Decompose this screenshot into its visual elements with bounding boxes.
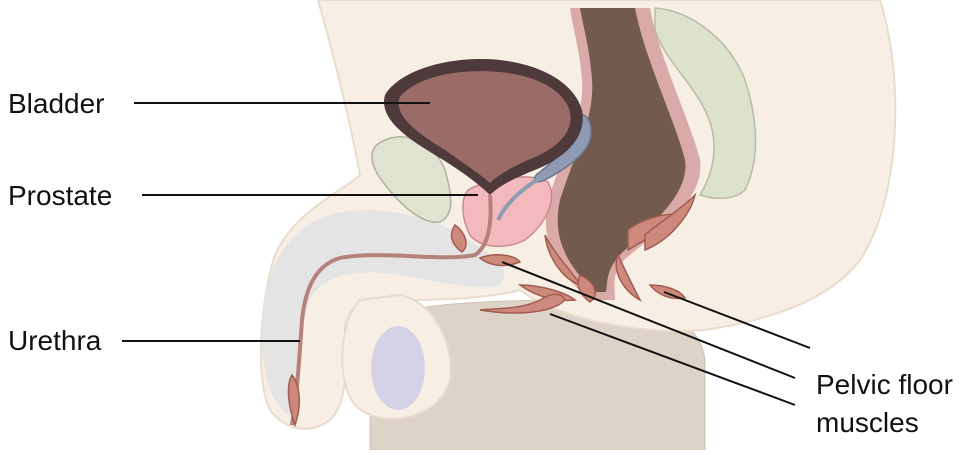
pelvic-floor-label-line1: Pelvic floor xyxy=(816,366,953,404)
pelvic-floor-muscles-label: Pelvic floor muscles xyxy=(816,366,953,442)
bladder-label: Bladder xyxy=(8,90,105,118)
urethra-label: Urethra xyxy=(8,327,101,355)
testis xyxy=(371,326,425,410)
pelvic-floor-label-line2: muscles xyxy=(816,404,953,442)
prostate-label: Prostate xyxy=(8,182,112,210)
